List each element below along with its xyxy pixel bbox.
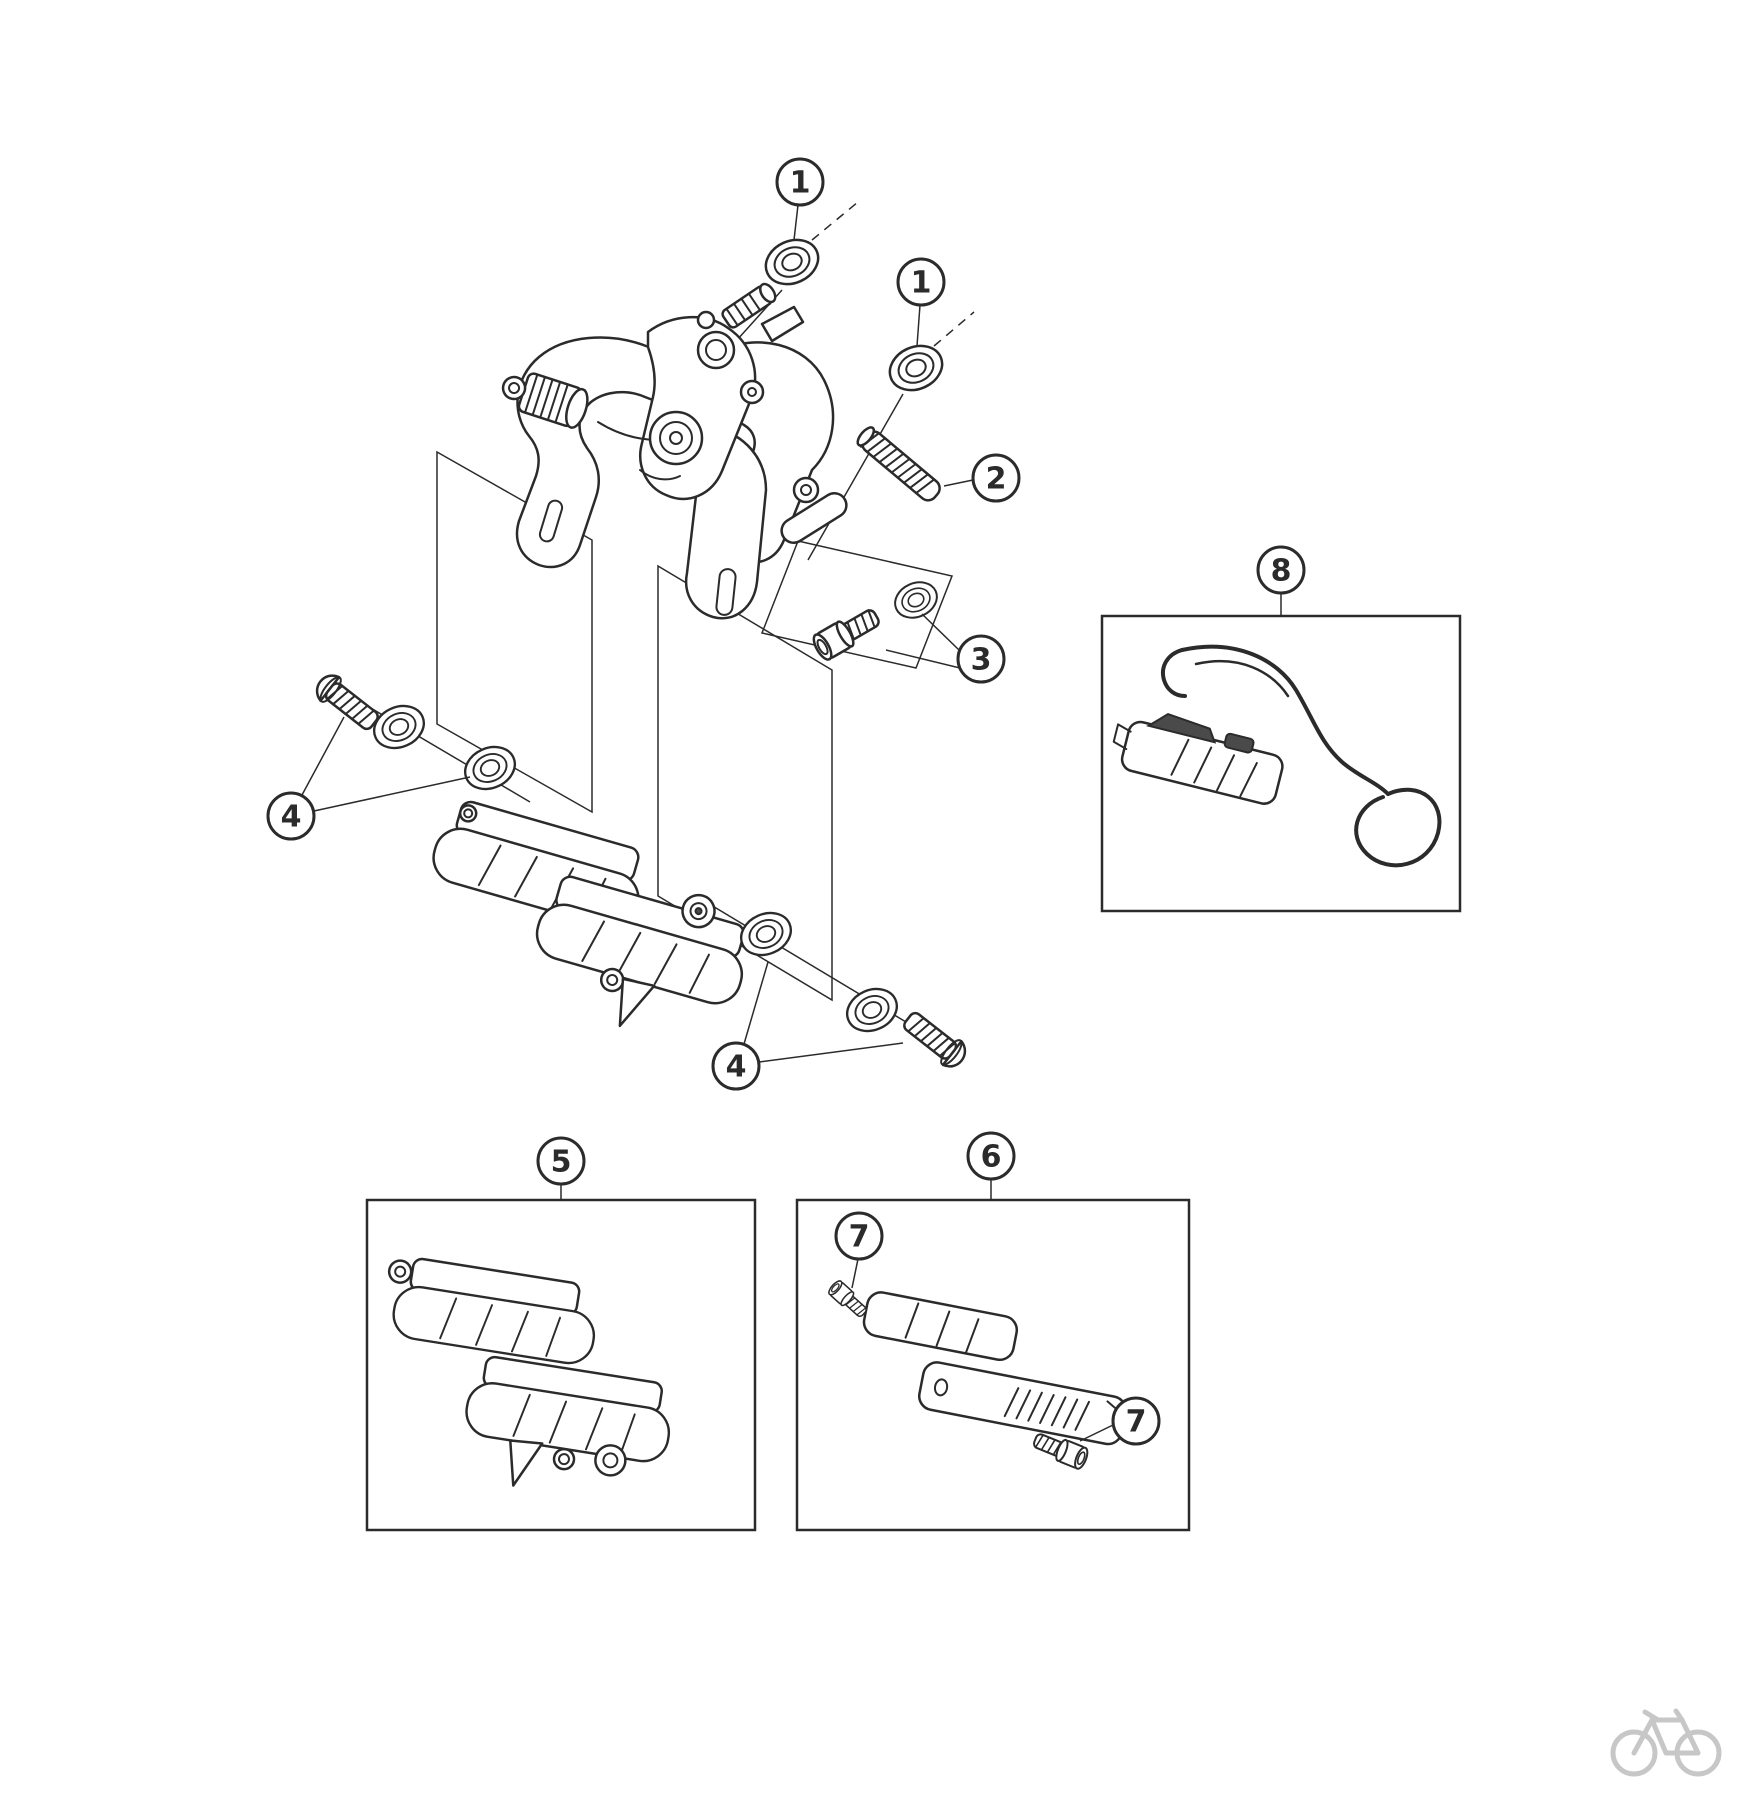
quick-release-pivot-hole bbox=[800, 484, 812, 496]
callout-circle bbox=[956, 634, 1006, 684]
part-3-outline bbox=[760, 540, 954, 669]
left-arm-slot bbox=[538, 499, 564, 543]
callout-number: 8 bbox=[1271, 554, 1292, 589]
washer-part-4-left-a bbox=[366, 697, 432, 757]
callout-number: 1 bbox=[790, 166, 811, 201]
callout-number: 4 bbox=[726, 1050, 747, 1085]
left-pivot-center bbox=[669, 431, 683, 445]
callout-number: 7 bbox=[1126, 1405, 1147, 1440]
callout-number: 7 bbox=[849, 1220, 870, 1255]
group-box-5 bbox=[365, 1198, 757, 1532]
callout-circle bbox=[266, 791, 316, 841]
washer-part-4-left-b bbox=[457, 738, 523, 798]
brake-shoe-set-b bbox=[461, 1355, 674, 1487]
shoe-eye-post bbox=[594, 1444, 627, 1477]
callout-circle bbox=[1256, 545, 1306, 595]
mounting-bolt-part-3 bbox=[809, 602, 885, 664]
washer-part-3 bbox=[888, 574, 944, 626]
callout-4a: 4 bbox=[266, 791, 316, 841]
barrel-adjuster bbox=[501, 372, 589, 429]
leader-lines bbox=[301, 204, 1282, 1442]
shoe-alignment-fin bbox=[509, 1439, 544, 1487]
pad-spring-part-8 bbox=[1161, 644, 1442, 868]
brake-caliper-assembly bbox=[501, 282, 848, 620]
dash-axis-line bbox=[933, 311, 975, 347]
pad-fixing-screw-part-4-left bbox=[309, 668, 385, 737]
spring-anchor-pin bbox=[739, 379, 765, 405]
cable-adjuster-cylinder bbox=[721, 282, 777, 329]
brake-shoe-upper bbox=[426, 800, 646, 935]
callout-number: 5 bbox=[551, 1145, 572, 1180]
brake-shoe-lower bbox=[529, 875, 750, 1028]
washer-part-4-right-a bbox=[733, 904, 799, 964]
bicycle-logo-watermark bbox=[1610, 1708, 1722, 1777]
fixing-bolt-part-2 bbox=[856, 426, 941, 502]
callout-circle bbox=[834, 1211, 884, 1261]
callout-circle bbox=[971, 453, 1021, 503]
callout-circle bbox=[711, 1041, 761, 1091]
callout-number: 6 bbox=[981, 1140, 1002, 1175]
cartridge-shoe-part-8 bbox=[1112, 713, 1284, 805]
callout-6: 6 bbox=[966, 1131, 1016, 1181]
callout-1b: 1 bbox=[896, 257, 946, 307]
pad-insert-a bbox=[862, 1291, 1019, 1362]
left-pivot-bolt bbox=[648, 410, 704, 466]
callout-circle bbox=[536, 1136, 586, 1186]
pad-fixing-bolt-7a bbox=[825, 1278, 871, 1321]
cable-clamp-plate bbox=[760, 305, 805, 343]
callout-number: 3 bbox=[971, 643, 992, 678]
callout-2: 2 bbox=[971, 453, 1021, 503]
cable-pinch-bolt bbox=[696, 310, 716, 330]
callout-circle bbox=[896, 257, 946, 307]
callout-4b: 4 bbox=[711, 1041, 761, 1091]
group-box-6 bbox=[795, 1198, 1191, 1532]
washer-part-4-right-b bbox=[839, 980, 905, 1040]
callout-7a: 7 bbox=[834, 1211, 884, 1261]
callout-circle bbox=[1111, 1396, 1161, 1446]
callout-number: 2 bbox=[986, 462, 1007, 497]
callout-8: 8 bbox=[1256, 545, 1306, 595]
washer-part-1a bbox=[757, 230, 827, 294]
axis-line bbox=[807, 393, 904, 561]
left-pivot-ring bbox=[659, 421, 693, 455]
center-pivot-bolt bbox=[696, 330, 736, 370]
washer-part-1b bbox=[881, 336, 951, 400]
pad-fixing-screw-part-4-right bbox=[897, 1005, 973, 1074]
spring-anchor-hole bbox=[747, 387, 757, 397]
shoe-fixing-nut bbox=[552, 1447, 576, 1471]
quick-release-pivot bbox=[792, 476, 820, 504]
callout-3: 3 bbox=[956, 634, 1006, 684]
callout-7b: 7 bbox=[1111, 1396, 1161, 1446]
quick-release-lever bbox=[780, 492, 848, 544]
right-arm-slot bbox=[715, 568, 737, 616]
callout-circle bbox=[966, 1131, 1016, 1181]
callout-number: 4 bbox=[281, 800, 302, 835]
callout-number: 1 bbox=[911, 266, 932, 301]
shoe-alignment-fin bbox=[618, 977, 656, 1028]
callout-1a: 1 bbox=[775, 157, 825, 207]
callout-5: 5 bbox=[536, 1136, 586, 1186]
center-pivot-socket bbox=[705, 339, 727, 361]
callout-circle bbox=[775, 157, 825, 207]
body-detail-arc bbox=[639, 469, 681, 481]
brake-shoe-set-a bbox=[387, 1257, 599, 1368]
dash-axis-line bbox=[811, 201, 859, 241]
